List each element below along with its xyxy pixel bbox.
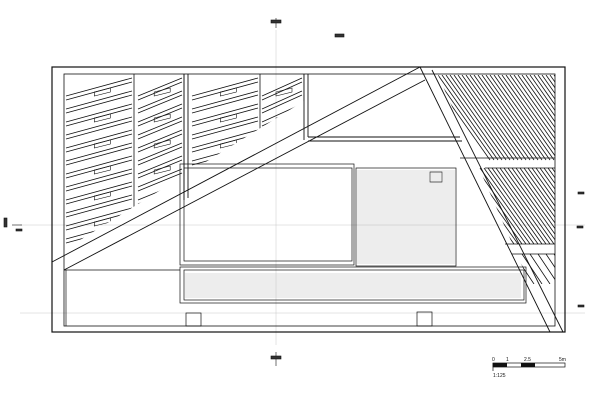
roof-slat xyxy=(445,75,535,284)
stair-slat xyxy=(137,246,183,250)
stair-slat xyxy=(137,77,183,101)
stair-slat xyxy=(65,155,133,179)
section-marker-left xyxy=(3,217,23,232)
roof-slat xyxy=(566,75,600,284)
roof-slat xyxy=(549,75,555,161)
section-marker-bottom xyxy=(270,352,282,366)
roof-slat xyxy=(541,75,555,161)
scale-tick-2-5: 2.5 xyxy=(524,357,531,363)
stair-slat xyxy=(191,155,259,179)
stair-slat xyxy=(261,233,303,250)
stair-slat xyxy=(191,142,259,166)
stair-slat xyxy=(191,168,259,192)
stair-slat xyxy=(191,207,259,231)
stair-slat xyxy=(261,129,303,153)
stair-slat xyxy=(65,168,133,192)
axis-lines xyxy=(20,30,585,345)
stair-slat xyxy=(137,168,183,192)
roof-slat xyxy=(485,75,555,284)
stair-slat xyxy=(65,142,133,166)
stair-slat xyxy=(65,77,133,101)
stair-block-left xyxy=(65,74,304,250)
stair-slat xyxy=(261,77,303,101)
stair-slat xyxy=(191,233,259,250)
stair-slat xyxy=(137,129,183,153)
stair-slat xyxy=(137,116,183,140)
stair-slat xyxy=(65,207,133,231)
stair-slat xyxy=(261,116,303,140)
stair-slat xyxy=(261,220,303,244)
stair-slat xyxy=(65,116,133,140)
roof-slat xyxy=(517,75,555,245)
stair-slat xyxy=(261,168,303,192)
section-marker-top xyxy=(270,18,345,38)
stair-block-right xyxy=(438,75,600,284)
stair-slat xyxy=(65,181,133,205)
roof-slat xyxy=(477,75,555,284)
scale-text: 1:125 xyxy=(493,373,506,379)
stair-slat xyxy=(191,90,259,114)
roof-slat xyxy=(582,75,600,284)
stair-slat xyxy=(137,233,183,250)
stair-slat xyxy=(137,142,183,166)
column-boxes xyxy=(185,311,433,327)
stair-slat xyxy=(65,246,133,250)
roof-slat xyxy=(533,75,555,161)
stair-slat xyxy=(137,181,183,205)
roof-slat xyxy=(438,75,527,284)
roof-slat xyxy=(525,75,555,161)
stair-slat xyxy=(191,129,259,153)
stair-slat xyxy=(261,194,303,218)
stair-slat xyxy=(261,155,303,179)
roof-slat xyxy=(461,75,551,284)
stair-slat xyxy=(261,207,303,231)
right-block-dividers xyxy=(460,157,555,255)
stair-slat xyxy=(191,220,259,244)
roof-slat xyxy=(558,75,600,284)
stair-slat xyxy=(191,77,259,101)
diagonal-walls xyxy=(51,66,564,333)
stair-slat xyxy=(137,103,183,127)
roof-slat xyxy=(574,75,600,284)
interior-rooms xyxy=(64,163,527,326)
stair-slat xyxy=(65,194,133,218)
scale-tick-5m: 5m xyxy=(559,357,566,363)
stair-slat xyxy=(261,103,303,127)
stair-slat xyxy=(65,129,133,153)
roof-slat xyxy=(493,75,555,284)
stair-slat xyxy=(137,194,183,218)
room-hatching xyxy=(185,170,521,298)
stair-slat xyxy=(261,142,303,166)
roof-slat xyxy=(501,75,555,245)
roof-slat xyxy=(469,75,555,284)
stair-slat xyxy=(137,155,183,179)
stair-slat xyxy=(137,220,183,244)
roof-slat xyxy=(453,75,543,284)
roof-slat xyxy=(438,75,519,284)
stair-slat xyxy=(65,90,133,114)
scale-tick-1: 1 xyxy=(506,357,509,363)
section-marker-right xyxy=(576,191,585,308)
stair-slat xyxy=(191,116,259,140)
stair-slat xyxy=(191,246,259,250)
stair-slat xyxy=(191,194,259,218)
scale-tick-0: 0 xyxy=(492,357,495,363)
stair-slat xyxy=(137,90,183,114)
roof-slat xyxy=(509,75,555,245)
stair-slat xyxy=(261,246,303,250)
stair-slat xyxy=(261,181,303,205)
scale-bar: 0 1 2.5 5m 1:125 xyxy=(492,357,566,379)
stair-slat xyxy=(65,103,133,127)
stair-slat xyxy=(191,103,259,127)
stair-slat xyxy=(261,90,303,114)
